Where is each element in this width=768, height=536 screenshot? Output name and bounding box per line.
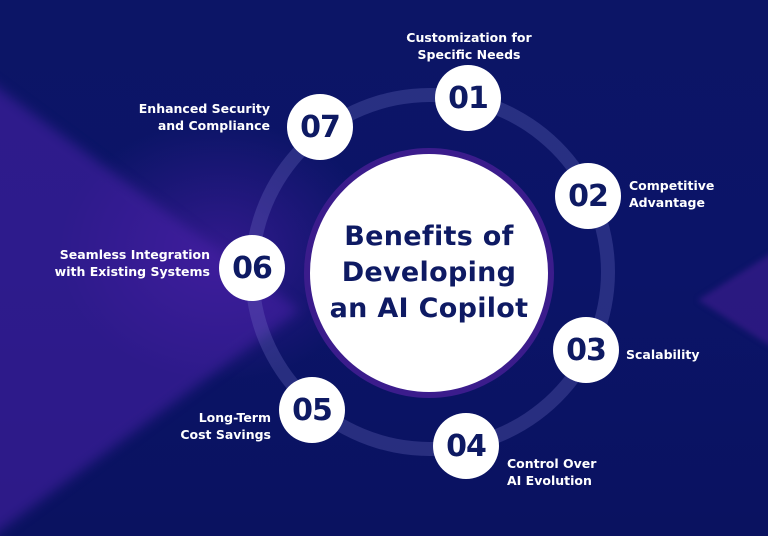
benefit-06-label: Seamless Integration with Existing Syste… [55,246,210,280]
benefit-03-label: Scalability [626,346,700,363]
benefit-04-line-1: Control Over [507,456,597,471]
benefit-07-label: Enhanced Security and Compliance [139,100,270,134]
title-line-2: Developing [341,257,517,288]
benefit-03-line-1: Scalability [626,347,700,362]
benefit-01-line-1: Customization for [406,30,532,45]
benefit-04-number: 04 [433,413,499,479]
benefit-05-number: 05 [279,377,345,443]
benefit-06-line-1: Seamless Integration [59,247,210,262]
center-title: Benefits of Developing an AI Copilot [330,219,529,327]
benefit-01-line-2: Specific Needs [417,47,521,62]
benefit-01-label: Customization for Specific Needs [388,29,550,63]
benefit-06-line-2: with Existing Systems [54,264,210,279]
benefit-05-label: Long-Term Cost Savings [180,409,271,443]
benefit-07-line-2: and Compliance [157,118,270,133]
benefit-01-number: 01 [435,65,501,131]
benefit-02-line-1: Competitive [629,178,715,193]
benefit-04-line-2: AI Evolution [507,473,592,488]
benefit-02-label: Competitive Advantage [629,177,714,211]
benefit-02-number: 02 [555,163,621,229]
benefit-06-number: 06 [219,235,285,301]
benefit-07-line-1: Enhanced Security [138,101,270,116]
benefit-05-line-2: Cost Savings [180,427,271,442]
title-line-1: Benefits of [344,221,514,252]
benefit-05-line-1: Long-Term [198,410,271,425]
benefit-03-number: 03 [553,317,619,383]
benefit-07-number: 07 [287,94,353,160]
background-wedge-right [698,230,768,370]
title-line-3: an AI Copilot [329,293,529,324]
benefit-02-line-2: Advantage [629,195,705,210]
center-circle: Benefits of Developing an AI Copilot [304,148,554,398]
benefit-04-label: Control Over AI Evolution [507,455,596,489]
